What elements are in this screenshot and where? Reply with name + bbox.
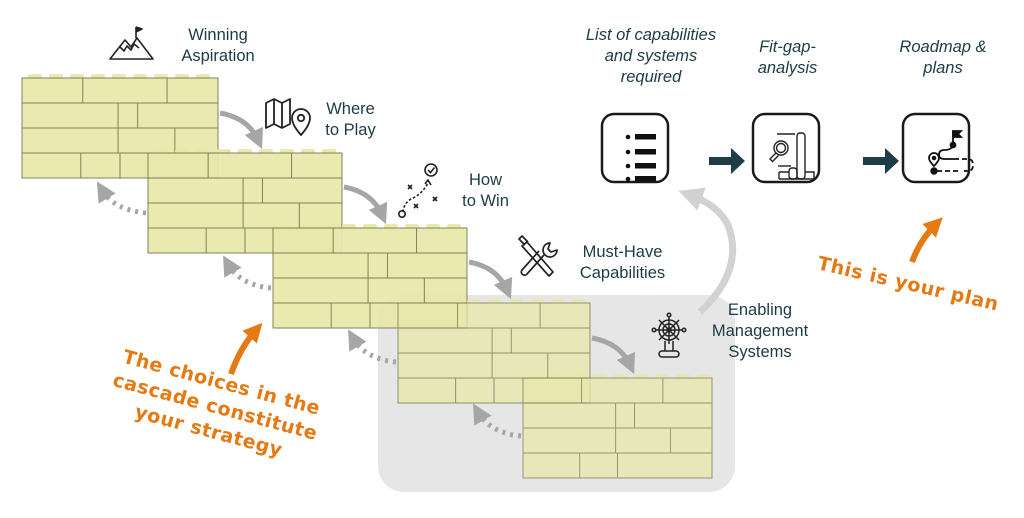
feedback-arrow-2	[223, 255, 272, 291]
brick-row	[272, 252, 468, 279]
brick-row	[272, 227, 468, 254]
brick-row	[21, 102, 219, 129]
label-how-to-win: How to Win	[462, 171, 509, 210]
forward-arrow-1	[219, 110, 263, 150]
feedback-arrow-1	[96, 181, 147, 216]
map-pin-icon	[265, 98, 311, 136]
label-must-have-capabilities: Must-Have Capabilities	[579, 243, 666, 282]
mountain-flag-icon	[109, 26, 154, 60]
brick-row	[522, 377, 713, 404]
brick-row	[522, 427, 713, 454]
brick-row	[397, 327, 591, 354]
label-fit-gap-analysis: Fit-gap- analysis	[757, 38, 818, 77]
brick-stack-4	[397, 299, 591, 404]
list-icon	[625, 134, 656, 182]
brick-row	[147, 177, 343, 204]
brick-stack-2	[147, 149, 343, 254]
brick-stack-5	[522, 374, 713, 479]
brick-row	[21, 77, 219, 104]
forward-arrow-2	[343, 184, 388, 225]
tools-icon	[518, 235, 558, 277]
label-roadmap-plans: Roadmap & plans	[899, 38, 987, 77]
systems-to-list-arrow	[678, 187, 737, 315]
brick-row	[21, 127, 219, 154]
process-arrow-1	[709, 148, 745, 174]
label-enabling-management-systems: Enabling Management Systems	[711, 301, 809, 361]
brick-row	[397, 302, 591, 329]
ship-wheel-icon	[651, 312, 687, 358]
plan-pointer-arrow	[909, 217, 943, 264]
strategy-pointer-arrow	[228, 322, 263, 375]
brick-row	[147, 152, 343, 179]
forward-arrow-4	[591, 335, 635, 375]
roadmap-icon	[928, 130, 974, 175]
brick-cascade	[21, 74, 713, 479]
play-strategy-icon	[397, 163, 438, 219]
label-list-capabilities: List of capabilities and systems require…	[585, 26, 717, 86]
brick-row	[272, 277, 468, 304]
list-box	[600, 112, 670, 184]
label-winning-aspiration: Winning Aspiration	[181, 26, 255, 65]
brick-row	[522, 402, 713, 429]
label-where-to-play: Where to Play	[325, 100, 376, 139]
analysis-chart-icon	[769, 132, 815, 180]
brick-row	[147, 202, 343, 229]
forward-arrow-3	[468, 259, 513, 300]
process-arrow-2	[863, 148, 899, 174]
